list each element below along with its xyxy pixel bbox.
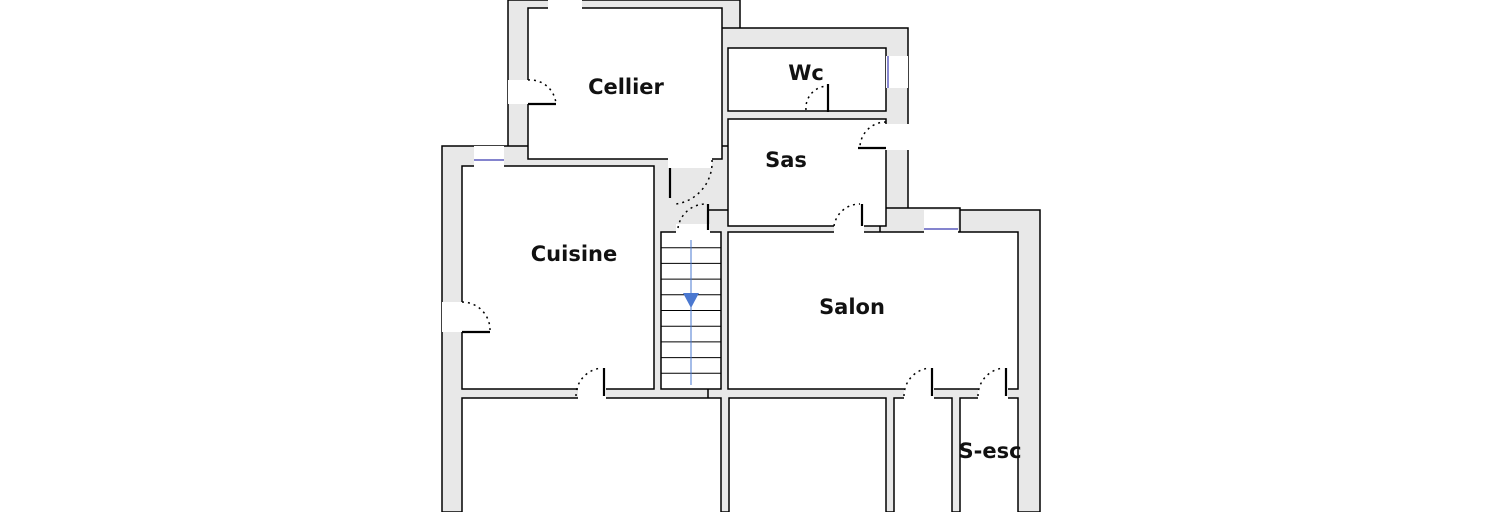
label-sas: Sas	[765, 148, 807, 172]
room-labels: Cellier Wc Sas Cuisine Salon S-esc	[531, 61, 1022, 463]
label-s-esc: S-esc	[958, 439, 1021, 463]
door-sas-right	[858, 121, 887, 150]
door-cellier-sas	[668, 159, 713, 205]
door-cuisine-left	[461, 301, 491, 334]
room-sas	[727, 118, 887, 227]
room-bottom-narrow	[893, 397, 953, 512]
opening-window-wc	[886, 56, 908, 88]
opening-sas-right	[885, 124, 909, 150]
openings	[442, 0, 1008, 399]
label-cuisine: Cuisine	[531, 242, 617, 266]
windows	[474, 56, 958, 230]
opening-window-cuisine	[474, 146, 504, 167]
room-wc	[727, 47, 887, 112]
room-cuisine	[461, 165, 655, 390]
room-cellier	[527, 7, 723, 160]
room-bottom-middle	[728, 397, 887, 512]
label-wc: Wc	[788, 61, 824, 85]
door-sas-salon	[833, 203, 864, 227]
door-cuisine-bottom	[575, 367, 606, 397]
opening-cellier-top	[548, 0, 582, 9]
rooms	[461, 7, 1019, 512]
arrow-down-icon	[683, 293, 699, 308]
opening-stairs-top	[676, 224, 710, 234]
door-salon-bottom-2	[977, 367, 1008, 397]
opening-cuisine-bottom	[578, 387, 606, 399]
opening-sas-salon	[834, 224, 864, 234]
staircase	[661, 240, 721, 385]
opening-window-salon	[924, 210, 958, 233]
door-stairs	[677, 203, 710, 230]
room-bottom-left	[461, 397, 722, 512]
doors	[461, 79, 1008, 397]
opening-cellier-left	[508, 80, 529, 104]
label-cellier: Cellier	[588, 75, 664, 99]
door-cellier-left	[527, 79, 557, 106]
label-salon: Salon	[819, 295, 885, 319]
room-salon	[727, 231, 1019, 390]
opening-cellier-sas	[668, 158, 712, 168]
opening-salon-bottom-2	[978, 387, 1008, 399]
door-wc	[805, 84, 830, 112]
opening-cuisine-left	[442, 302, 463, 332]
room-s-esc	[959, 397, 1019, 512]
opening-salon-bottom-1	[904, 387, 934, 399]
door-salon-bottom-1	[903, 367, 934, 397]
